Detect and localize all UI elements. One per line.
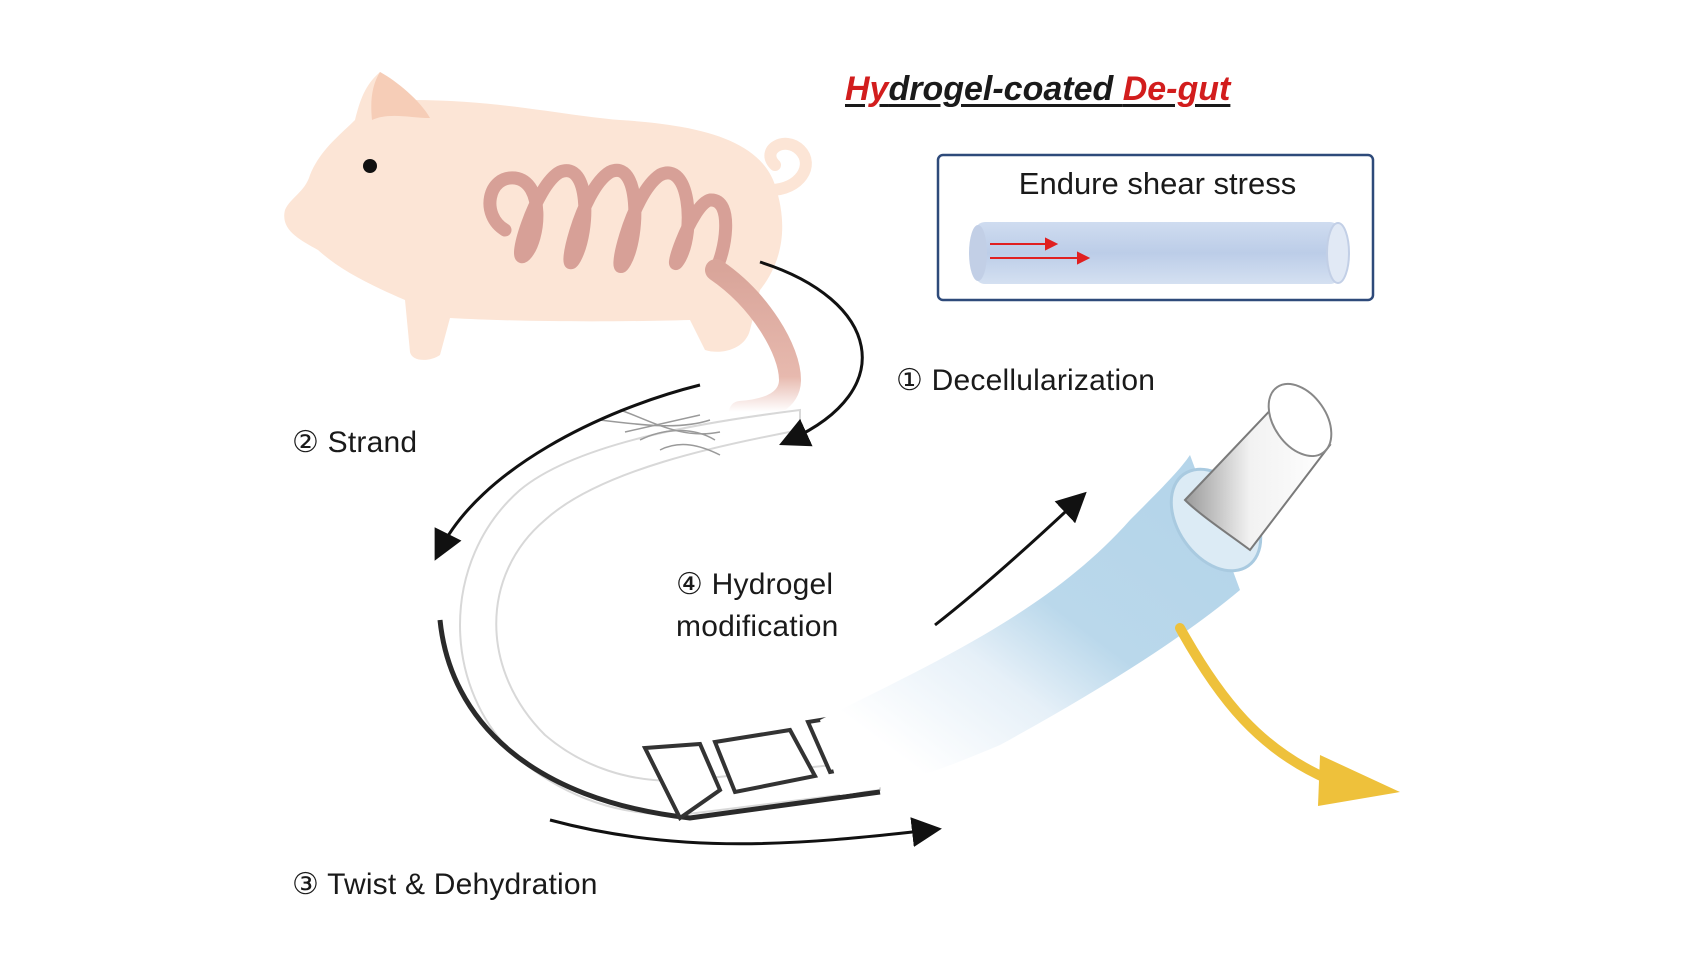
- gut-strand: [705, 259, 802, 423]
- frayed-fibers: [599, 409, 721, 456]
- arrow-strand: [434, 383, 701, 561]
- pig-eye: [363, 159, 377, 173]
- step-4-label-line1: ④ Hydrogel: [676, 568, 834, 601]
- pig-intestine: [483, 163, 733, 277]
- step-2-label: ② Strand: [292, 426, 418, 459]
- step-3-label: ③ Twist & Dehydration: [292, 868, 598, 901]
- inset-tube-end-right: [1326, 222, 1350, 284]
- title-degut: De-gut: [1122, 70, 1231, 108]
- diagram-title: Hydrogel-coated De-gut: [845, 70, 1230, 109]
- inset-shear-stress: [936, 153, 1375, 302]
- hydrogel-coating: [820, 455, 1240, 795]
- arrow-decellularization: [759, 260, 864, 447]
- coated-tube: [820, 382, 1333, 795]
- pig-ear: [371, 72, 430, 120]
- shear-arrows: [990, 237, 1091, 265]
- core-end: [1267, 382, 1333, 458]
- twist-segment-2: [712, 727, 819, 795]
- twist-segment-1: [641, 741, 723, 821]
- tissue-edge-dark: [437, 619, 881, 821]
- process-arrows: [434, 260, 1400, 847]
- output-arrow: [1175, 623, 1400, 806]
- pig-tail: [764, 137, 812, 196]
- inset-tube: [975, 222, 1340, 284]
- step-1-label: ① Decellularization: [896, 364, 1156, 397]
- inset-tube-end-left: [969, 225, 987, 281]
- pig-illustration: [284, 72, 812, 360]
- title-middle: drogel-coated: [888, 70, 1123, 108]
- inset-label: Endure shear stress: [1018, 166, 1297, 201]
- title-hy: Hy: [845, 70, 889, 108]
- arrow-hydrogel: [934, 491, 1087, 627]
- step-4-label-line2: modification: [676, 610, 839, 643]
- arrow-twist: [549, 817, 942, 847]
